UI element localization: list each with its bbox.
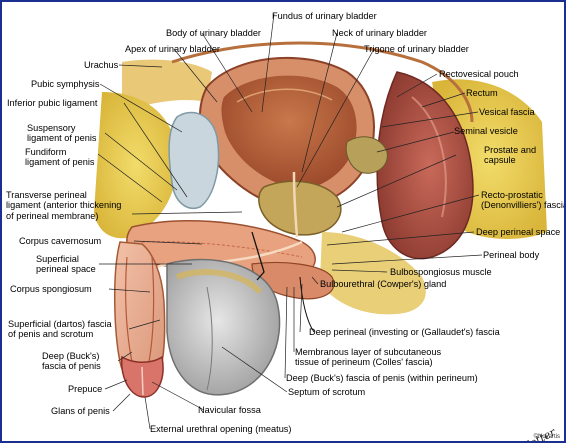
label-bucks-line2: fascia of penis bbox=[42, 361, 101, 372]
prepubic-fat bbox=[94, 92, 178, 239]
label-pubic-symphysis: Pubic symphysis bbox=[31, 79, 100, 89]
label-bulbourethral-gland: Bulbourethral (Cowper's) gland bbox=[320, 279, 447, 289]
label-superficial-line2: perineal space bbox=[36, 264, 96, 275]
label-corpus-spongiosum: Corpus spongiosum bbox=[10, 284, 92, 294]
label-perineal-body: Perineal body bbox=[483, 250, 540, 260]
label-fundiform-line1: Fundiform bbox=[25, 147, 67, 157]
label-transverse-line3: of perineal membrane) bbox=[6, 210, 99, 221]
label-urachus: Urachus bbox=[84, 60, 119, 70]
label-bucks-line1: Deep (Buck's) bbox=[42, 351, 100, 361]
label-deep-perineal-space: Deep perineal space bbox=[476, 227, 561, 237]
label-prepuce: Prepuce bbox=[68, 384, 103, 394]
label-prostate-line2: capsule bbox=[484, 155, 516, 166]
scrotum-testis-shape bbox=[166, 258, 281, 396]
label-inferior-pubic-ligament: Inferior pubic ligament bbox=[7, 98, 98, 108]
label-transverse-perineal-ligament: Transverse perineal ligament (anterior t… bbox=[6, 190, 121, 221]
label-external-urethral-opening: External urethral opening (meatus) bbox=[150, 424, 292, 434]
prostate-shape bbox=[258, 180, 342, 236]
label-suspensory-line2: ligament of penis bbox=[27, 133, 97, 144]
label-vesical-fascia: Vesical fascia bbox=[479, 107, 535, 117]
label-corpus-cavernosum: Corpus cavernosum bbox=[19, 236, 102, 246]
label-transverse-line2: ligament (anterior thickening bbox=[6, 200, 122, 211]
label-glans: Glans of penis bbox=[51, 406, 110, 416]
label-transverse-line1: Transverse perineal bbox=[6, 190, 87, 200]
peritoneum-line bbox=[171, 41, 474, 123]
label-colles-fascia: Membranous layer of subcutaneous tissue … bbox=[295, 347, 441, 368]
label-suspensory-ligament: Suspensory ligament of penis bbox=[27, 123, 96, 144]
leader-lines bbox=[97, 13, 483, 430]
label-fundiform-ligament: Fundiform ligament of penis bbox=[25, 147, 94, 168]
label-suspensory-line1: Suspensory bbox=[27, 123, 76, 133]
label-prostate: Prostate and capsule bbox=[484, 145, 536, 166]
label-colles-line2: tissue of perineum (Colles' fascia) bbox=[295, 357, 433, 368]
label-superficial-perineal-space: Superficial perineal space bbox=[36, 254, 96, 275]
label-rectoprostatic-line2: (Denonvilliers') fascia bbox=[481, 200, 566, 211]
label-navicular-fossa: Navicular fossa bbox=[198, 405, 261, 415]
label-prostate-line1: Prostate and bbox=[484, 145, 537, 155]
copyright-credit: ©Novartis bbox=[533, 434, 560, 440]
label-fundus: Fundus of urinary bladder bbox=[272, 11, 377, 21]
label-colles-line1: Membranous layer of subcutaneous bbox=[295, 347, 442, 357]
label-dartos-line1: Superficial (dartos) fascia bbox=[8, 319, 112, 329]
bladder-lumen bbox=[221, 75, 357, 189]
label-fundiform-line2: ligament of penis bbox=[25, 157, 95, 168]
label-bladder-body: Body of urinary bladder bbox=[166, 28, 261, 38]
label-rectoprostatic-fascia: Recto-prostatic (Denonvilliers') fascia bbox=[481, 190, 566, 211]
label-bladder-neck: Neck of urinary bladder bbox=[332, 28, 427, 38]
label-rectum: Rectum bbox=[466, 88, 498, 98]
label-bladder-apex: Apex of urinary bladder bbox=[125, 44, 220, 54]
perineal-fat bbox=[320, 232, 426, 315]
label-septum-of-scrotum: Septum of scrotum bbox=[288, 387, 366, 397]
label-bulbospongiosus: Bulbospongiosus muscle bbox=[390, 267, 492, 277]
label-rectoprostatic-line1: Recto-prostatic bbox=[481, 190, 543, 200]
label-trigone: Trigone of urinary bladder bbox=[364, 44, 469, 54]
abdominal-fat bbox=[122, 59, 212, 112]
label-dartos-fascia: Superficial (dartos) fascia of penis and… bbox=[8, 319, 112, 340]
label-rectovesical-pouch: Rectovesical pouch bbox=[439, 69, 519, 79]
label-superficial-line1: Superficial bbox=[36, 254, 79, 264]
pubic-symphysis-shape bbox=[168, 111, 220, 209]
label-seminal-vesicle: Seminal vesicle bbox=[454, 126, 518, 136]
label-bucks-fascia: Deep (Buck's) fascia of penis bbox=[42, 351, 101, 372]
label-bucks-fascia-perineum: Deep (Buck's) fascia of penis (within pe… bbox=[286, 373, 478, 383]
label-dartos-line2: of penis and scrotum bbox=[8, 329, 94, 340]
label-deep-perineal-fascia: Deep perineal (investing or (Gallaudet's… bbox=[309, 327, 500, 337]
seminal-vesicle-shape bbox=[345, 136, 388, 174]
